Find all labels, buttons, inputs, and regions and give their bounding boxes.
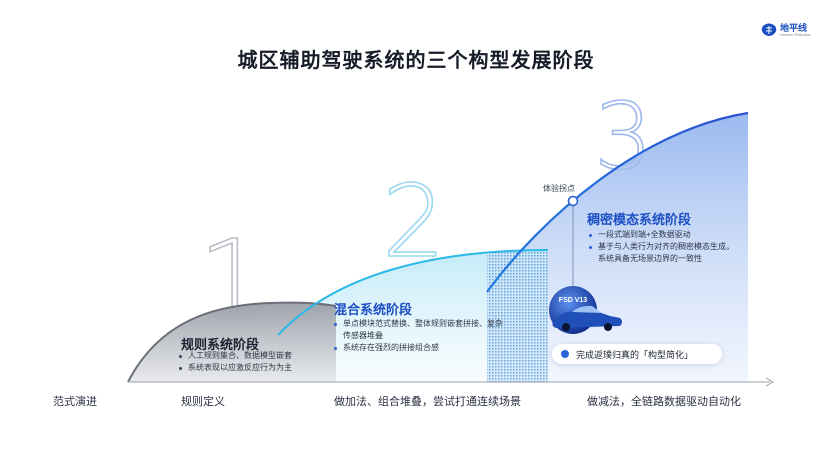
stage1-bullets: 人工规则集合、数据模型嵌套 系统表现以应激反应行为为主 [178,350,328,374]
stage3-bullet-1: 一段式端到端+全数据驱动 [588,229,736,241]
axis-point-1: 规则定义 [181,396,225,408]
stage2-area [278,250,548,382]
brain-chip-icon [761,23,777,36]
stage1-area [128,302,336,382]
stage1-title: 规则系统阶段 [181,337,260,352]
callout-pill: 完成返璞归真的「构型简化」 [552,344,722,364]
stage3-title: 稠密模态系统阶段 [587,212,692,227]
stage2-bullets: 单点模块范式替换、整体规则嵌套拼接、复杂传感器堆叠 系统存在强烈的拼接组合感 [333,318,505,354]
stage3-curve [486,111,749,293]
logo-name: 地平线 [780,23,808,33]
axis-point-3: 做减法，全链路数据驱动自动化 [587,396,741,408]
fsd-badge-label: FSD V13 [559,297,588,304]
stage3-bullet-2: 基于与人类行为对齐的稠密模态生成，系统具备无场景边界的一致性 [588,241,736,265]
stage2-bullet-2: 系统存在强烈的拼接组合感 [333,342,505,354]
globe-dot-icon [561,350,569,358]
page-title: 城区辅助驾驶系统的三个构型发展阶段 [237,50,595,72]
logo-subtitle: Horizon Robotics [780,32,811,37]
stage2-curve [277,249,549,336]
axis-arrow-icon [765,377,775,387]
inflection-point [567,195,579,207]
fsd-badge-graphic [549,286,622,334]
inflection-label: 体验拐点 [543,184,575,193]
stage2-title: 混合系统阶段 [334,302,413,317]
stage3-bullets: 一段式端到端+全数据驱动 基于与人类行为对齐的稠密模态生成，系统具备无场景边界的… [588,229,736,265]
axis-point-2: 做加法、组合堆叠，尝试打通连续场景 [334,396,521,408]
stage1-bullet-2: 系统表现以应激反应行为为主 [178,362,328,374]
stage2-bullet-1: 单点模块范式替换、整体规则嵌套拼接、复杂传感器堆叠 [333,318,505,342]
axis-name: 范式演进 [53,396,97,408]
transition-band [487,252,548,382]
callout-text: 完成返璞归真的「构型简化」 [576,350,694,360]
stage1-bullet-1: 人工规则集合、数据模型嵌套 [178,350,328,362]
brand-logo: 地平线 Horizon Robotics [760,20,826,42]
